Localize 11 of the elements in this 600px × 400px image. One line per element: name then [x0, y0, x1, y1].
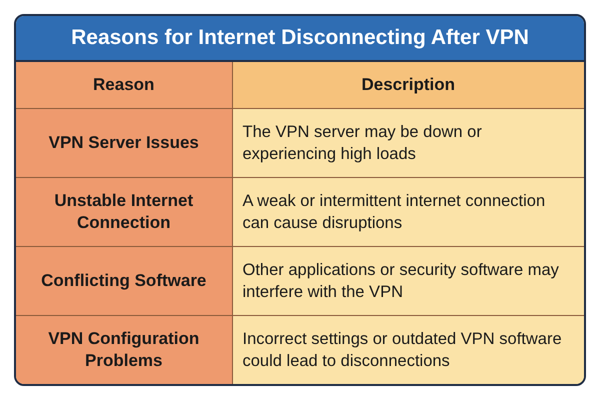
table-title: Reasons for Internet Disconnecting After VPN	[16, 16, 584, 62]
description-cell: Incorrect settings or outdated VPN software could lead to disconnections	[232, 315, 584, 384]
reason-cell: Conflicting Software	[16, 246, 232, 315]
description-cell: The VPN server may be down or experiencing high loads	[232, 108, 584, 177]
column-header: Reason	[16, 62, 232, 108]
column-header: Description	[232, 62, 584, 108]
description-cell: A weak or intermittent internet connection can cause disruptions	[232, 177, 584, 246]
reason-cell: VPN Server Issues	[16, 108, 232, 177]
reason-cell: VPN Configuration Problems	[16, 315, 232, 384]
reason-cell: Unstable Internet Connection	[16, 177, 232, 246]
description-cell: Other applications or security software may interfere with the VPN	[232, 246, 584, 315]
